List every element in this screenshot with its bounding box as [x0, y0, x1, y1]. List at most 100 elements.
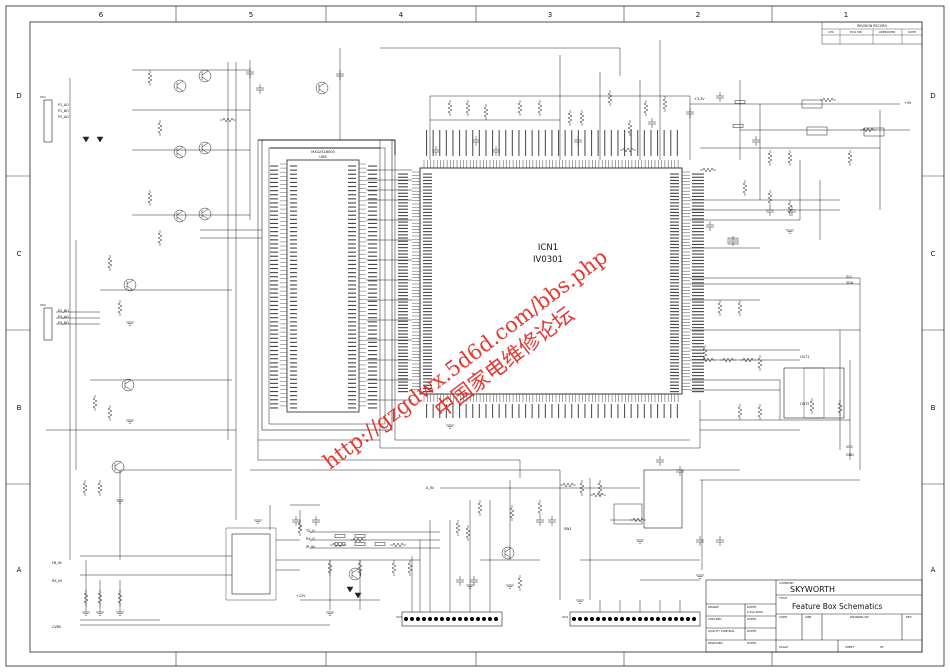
ferrite-bead-2 [334, 542, 346, 546]
pin-label-mark-447 [368, 337, 377, 339]
pin-label-mark-317 [348, 206, 356, 208]
resistor-14 [537, 100, 543, 116]
pin-label-mark-506 [270, 399, 278, 401]
pin-label-mark-184 [423, 320, 432, 322]
pin-label-mark-562 [472, 404, 474, 418]
pin-label-mark-465 [348, 358, 356, 360]
pin-label-mark-287 [368, 173, 377, 175]
pin-label-mark-344 [290, 235, 297, 237]
pin-label-mark-571 [531, 404, 533, 418]
pin-label-mark-388 [290, 280, 297, 282]
pin-label-mark-283 [368, 169, 377, 171]
pin-label-mark-516 [426, 130, 428, 156]
pin-label-mark-417 [348, 309, 356, 311]
pin-label-mark-74 [692, 231, 704, 233]
eeprom-ic [643, 469, 683, 529]
pin-label-mark-70 [692, 227, 704, 229]
pin-label-mark-295 [368, 181, 377, 183]
uart-ic [225, 527, 277, 601]
pin-label-mark-412 [290, 304, 297, 306]
resistor-1 [157, 120, 163, 136]
pin-label-mark-158 [692, 298, 704, 300]
resistor-5 [117, 300, 123, 316]
pin-label-mark-305 [348, 194, 356, 196]
resistor-27 [737, 404, 743, 420]
pin-label-mark-104 [423, 256, 432, 258]
pin-label-mark-308 [290, 198, 297, 200]
pin-label-mark-525 [485, 130, 487, 156]
pin-label-mark-401 [348, 292, 356, 294]
transistor-3 [198, 141, 212, 155]
connector-bottom-left: XS3 [396, 611, 503, 627]
pin-label-mark-151 [398, 291, 408, 293]
resistor-58 [630, 517, 646, 523]
resistor-50 [847, 150, 853, 166]
pin-label-mark-60 [423, 221, 432, 223]
pin-label-mark-519 [445, 130, 447, 156]
resistor-37 [465, 525, 471, 541]
pin-label-mark-113 [670, 263, 679, 265]
pin-label-mark-373 [348, 263, 356, 265]
net-label-sw1: SW1 [564, 527, 572, 531]
pin-label-mark-109 [670, 259, 679, 261]
pin-label-mark-187 [398, 320, 408, 322]
pin-label-mark-450 [270, 341, 278, 343]
connector-pin-0 [404, 617, 408, 621]
pin-label-mark-48 [423, 211, 432, 213]
pin-label-mark-64 [423, 224, 432, 226]
connector-pin-16 [572, 617, 576, 621]
pin-label-mark-17 [670, 186, 679, 188]
pin-label-mark-264 [423, 384, 432, 386]
rev-label: REV [906, 615, 912, 619]
resistor-49 [787, 150, 793, 166]
pin-label-mark-436 [290, 329, 297, 331]
connector-pin-13 [482, 617, 486, 621]
pin-label-mark-451 [368, 341, 377, 343]
pin-label-mark-534 [544, 130, 546, 156]
resistor-40 [297, 520, 303, 536]
pin-label-mark-512 [290, 407, 297, 409]
pin-label-mark-120 [423, 269, 432, 271]
net-label-5v: +5V [904, 101, 912, 105]
pin-label-mark-72 [423, 231, 432, 233]
pin-label-mark-50 [692, 211, 704, 213]
pin-label-mark-130 [692, 275, 704, 277]
pin-label-mark-410 [270, 300, 278, 302]
pin-label-mark-38 [692, 202, 704, 204]
pin-label-mark-289 [348, 177, 356, 179]
pin-label-mark-383 [368, 272, 377, 274]
pin-label-mark-400 [290, 292, 297, 294]
pin-label-mark-159 [398, 298, 408, 300]
pin-label-mark-222 [692, 349, 704, 351]
pin-label-mark-589 [650, 404, 652, 418]
resistor-54 [820, 97, 836, 103]
resistor-9 [97, 480, 103, 496]
net-label-gnd: GND [846, 453, 854, 457]
pin-label-mark-514 [270, 407, 278, 409]
released-label: RELEASED [708, 641, 723, 645]
pin-label-mark-108 [423, 259, 432, 261]
ground-symbol-11 [116, 611, 124, 616]
net-label-scl: SCL [846, 275, 853, 279]
pin-label-mark-235 [398, 359, 408, 361]
pin-label-mark-282 [270, 169, 278, 171]
ground-symbol-13 [636, 539, 644, 544]
pin-label-mark-268 [423, 387, 432, 389]
resistor-36 [455, 520, 461, 536]
pin-label-mark-511 [368, 403, 377, 405]
pin-label-mark-528 [505, 130, 507, 156]
pin-label-mark-448 [290, 341, 297, 343]
resistor-7 [107, 405, 113, 421]
pin-label-mark-306 [270, 194, 278, 196]
resistor-56 [560, 482, 576, 488]
pin-label-mark-279 [368, 165, 377, 167]
pin-label-mark-578 [577, 404, 579, 418]
pin-label-mark-29 [670, 195, 679, 197]
pin-label-mark-91 [398, 243, 408, 245]
pin-label-mark-128 [423, 275, 432, 277]
pin-label-mark-211 [398, 339, 408, 341]
resistor-59 [330, 542, 346, 548]
pin-label-mark-553 [670, 130, 672, 156]
pin-label-mark-126 [692, 272, 704, 274]
resistor-8 [82, 480, 88, 496]
